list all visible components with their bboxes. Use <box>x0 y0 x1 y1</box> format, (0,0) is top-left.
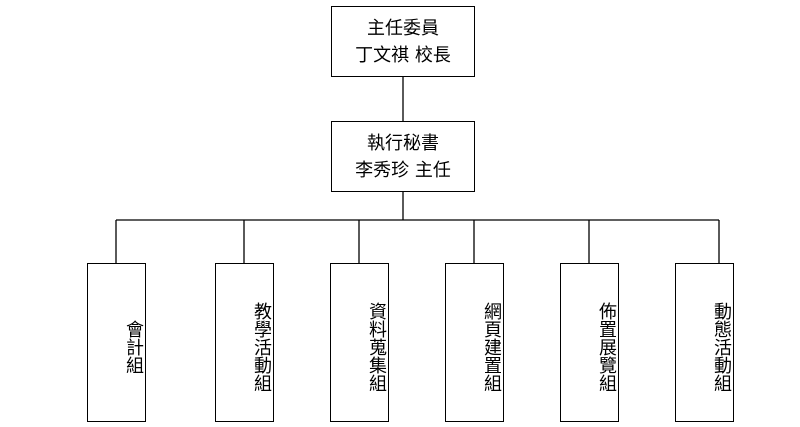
department-label: 會計組 <box>123 319 144 374</box>
department-box-web-construction: 網頁建置組 <box>445 263 504 422</box>
department-box-teaching-activities: 教學活動組 <box>215 263 274 422</box>
executive-secretary-box: 執行秘書 李秀珍 主任 <box>331 121 475 192</box>
department-label: 佈置展覽組 <box>596 301 617 392</box>
department-label: 資料蒐集組 <box>366 301 387 392</box>
department-box-dynamic-activities: 動態活動組 <box>675 263 734 422</box>
department-label: 網頁建置組 <box>481 301 502 392</box>
department-label: 教學活動組 <box>251 301 272 392</box>
executive-secretary-title: 執行秘書 <box>367 133 439 154</box>
department-box-data-collection: 資料蒐集組 <box>330 263 389 422</box>
chairperson-box: 主任委員 丁文祺 校長 <box>331 6 475 77</box>
department-label: 動態活動組 <box>711 301 732 392</box>
department-box-accounting: 會計組 <box>87 263 146 422</box>
chairperson-name: 丁文祺 校長 <box>355 45 451 66</box>
department-box-exhibition-layout: 佈置展覽組 <box>560 263 619 422</box>
chairperson-title: 主任委員 <box>367 18 439 39</box>
executive-secretary-name: 李秀珍 主任 <box>355 160 451 181</box>
